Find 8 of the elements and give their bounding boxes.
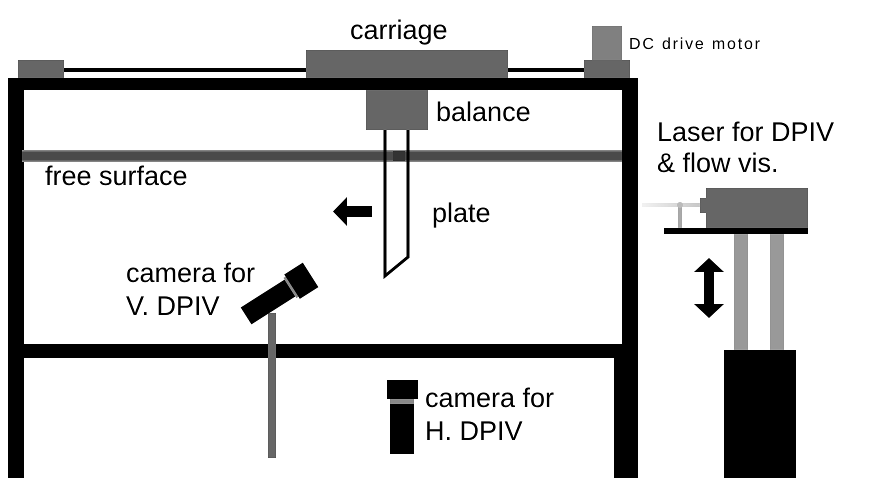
part-label: camera for V. DPIV [126, 257, 256, 323]
part-label: DC drive motor [629, 34, 762, 54]
part-label: balance [436, 96, 531, 128]
part-label: carriage [350, 14, 448, 46]
part-label: Laser for DPIV & flow vis. [657, 117, 836, 179]
part-label: plate [432, 197, 491, 229]
part-label: free surface [45, 160, 188, 192]
part-label: camera for H. DPIV [425, 382, 556, 448]
